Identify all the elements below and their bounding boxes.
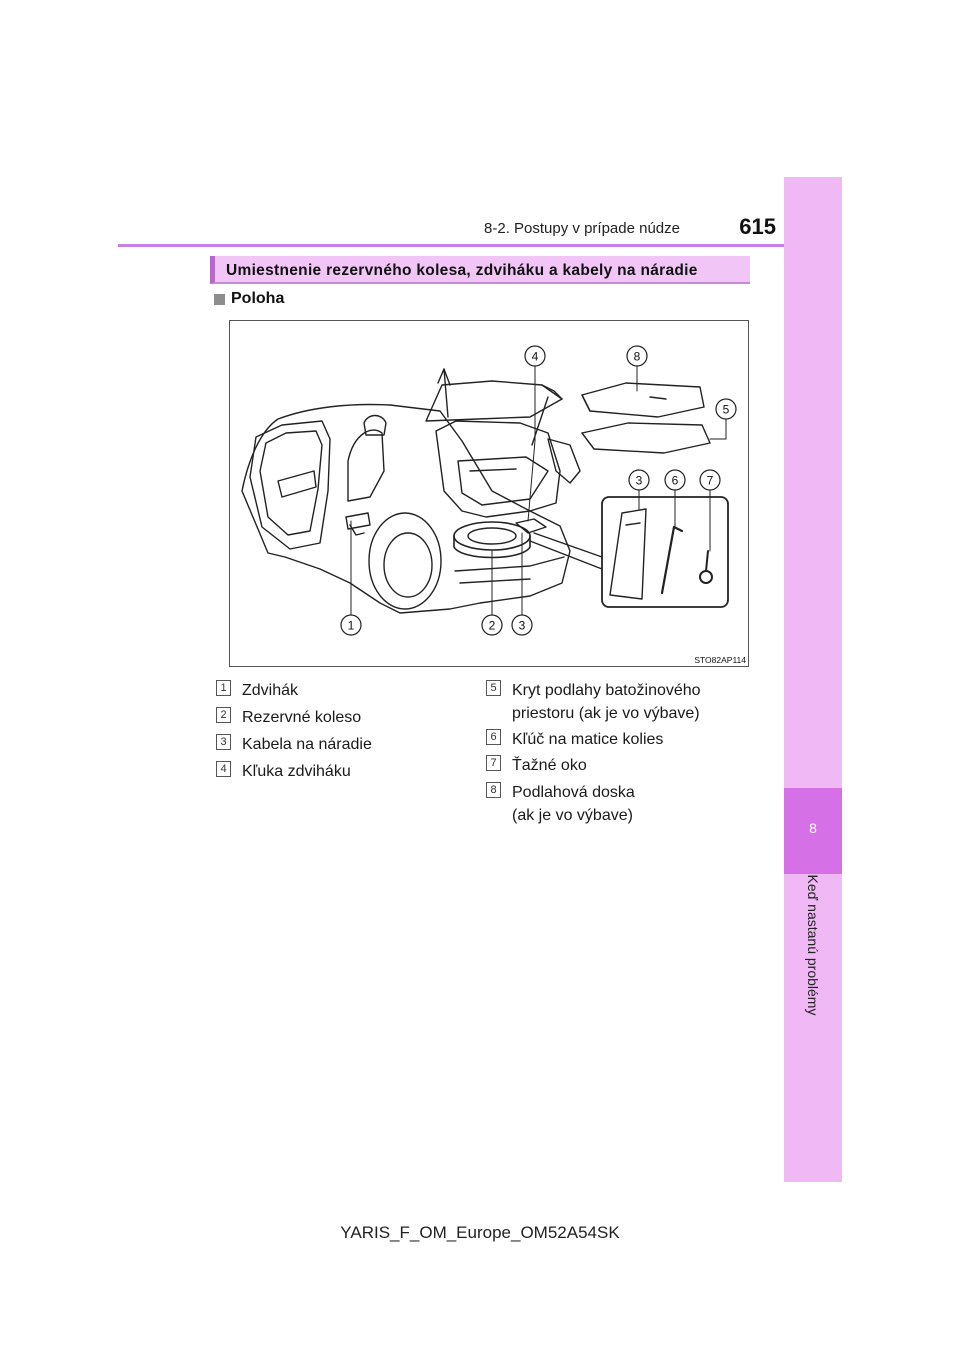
figure-code: STO82AP114 (694, 655, 746, 665)
callout-label-1: 1 (348, 619, 355, 633)
callout-label-6: 6 (672, 474, 679, 488)
callout-label-3-top: 3 (636, 474, 643, 488)
legend-number-7: 7 (486, 755, 501, 771)
chapter-tab-active[interactable] (784, 788, 842, 874)
chapter-side-tab (784, 177, 842, 1182)
bullet-square-icon (214, 294, 225, 305)
callout-label-8: 8 (634, 350, 641, 364)
legend-text-2: Rezervné koleso (242, 709, 362, 726)
legend-number-8: 8 (486, 782, 501, 798)
legend-number-5: 5 (486, 680, 501, 696)
callout-1 (340, 614, 362, 636)
legend-text-5-line-2: priestoru (ak je vo výbave) (512, 705, 700, 722)
legend-text-3: Kabela na náradie (242, 736, 372, 753)
callout-4 (524, 345, 546, 367)
legend-number-6: 6 (486, 729, 501, 745)
callout-label-5: 5 (723, 403, 730, 417)
legend-number-2: 2 (216, 707, 231, 723)
section-heading-bar (210, 256, 750, 284)
section-heading: Umiestnenie rezervného kolesa, zdviháku … (226, 262, 698, 279)
legend-text-7: Ťažné oko (512, 757, 587, 774)
legend-text-8-line-2: (ak je vo výbave) (512, 807, 633, 824)
legend-text-8-line-1: Podlahová doska (512, 784, 635, 801)
illustration-frame: 1 2 3 4 8 5 3 6 7 STO82AP114 (229, 320, 749, 667)
legend-text-6: Kľúč na matice kolies (512, 731, 664, 748)
legend-text-5-line-1: Kryt podlahy batožinového (512, 682, 701, 699)
legend-number-1: 1 (216, 680, 231, 696)
header-divider (118, 244, 842, 247)
callout-8 (626, 345, 648, 367)
legend-number-3: 3 (216, 734, 231, 750)
callout-2 (481, 614, 503, 636)
legend-text-4: Kľuka zdviháku (242, 763, 351, 780)
callout-3-top (628, 469, 650, 491)
page-number: 615 (739, 214, 776, 239)
callout-label-2: 2 (489, 619, 496, 633)
callout-3-bottom (511, 614, 533, 636)
car-trunk-illustration: 1 2 3 4 8 5 3 6 7 STO82AP114 (241, 345, 746, 665)
section-title: 8-2. Postupy v prípade núdze (484, 220, 680, 237)
callout-6 (664, 469, 686, 491)
callout-7 (699, 469, 721, 491)
legend-number-4: 4 (216, 761, 231, 777)
chapter-number: 8 (809, 820, 817, 836)
legend-text-1: Zdvihák (242, 682, 299, 699)
chapter-title: Keď nastanú problémy (805, 874, 821, 1016)
callout-label-4: 4 (532, 350, 539, 364)
callout-label-7: 7 (707, 474, 714, 488)
callout-label-3-bottom: 3 (519, 619, 526, 633)
callout-5 (715, 398, 737, 420)
subheading: Poloha (231, 290, 285, 307)
document-code: YARIS_F_OM_Europe_OM52A54SK (340, 1223, 620, 1242)
